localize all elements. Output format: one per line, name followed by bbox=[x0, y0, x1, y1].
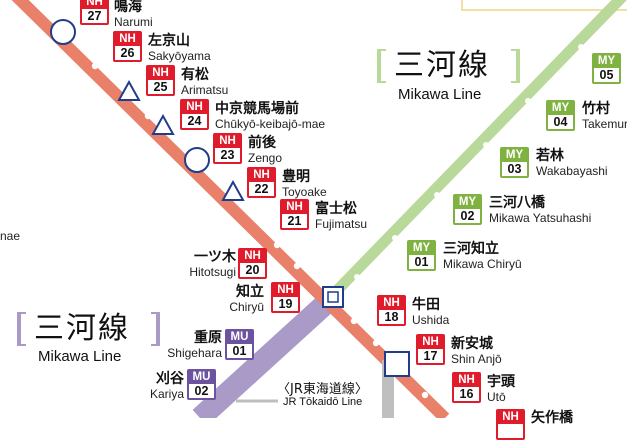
title-bracket-right-right bbox=[511, 49, 520, 83]
station-marker-narumi[interactable] bbox=[50, 19, 76, 45]
mikawa-line-dots bbox=[354, 44, 584, 280]
station-name-jp-arimatsu: 有松 bbox=[181, 67, 209, 83]
title-bracket-left-left bbox=[17, 312, 26, 346]
station-name-en-shigehara: Shigehara bbox=[167, 346, 222, 360]
station-marker-arimatsu[interactable] bbox=[117, 79, 141, 101]
station-name-en-zengo: Zengo bbox=[248, 151, 283, 165]
station-name-en-mikawa-yatsuhashi: Mikawa Yatsuhashi bbox=[489, 211, 592, 225]
station-name-en-arimatsu: Arimatsu bbox=[181, 83, 229, 97]
station-name-jp-mikawa-chiryu: 三河知立 bbox=[443, 241, 499, 257]
station-name-jp-shigehara: 重原 bbox=[194, 330, 222, 346]
mu-line-track bbox=[192, 287, 342, 418]
station-name-en-shin-anjo: Shin Anjō bbox=[451, 352, 502, 366]
station-name-jp-hitotsugi: 一ツ木 bbox=[194, 249, 236, 265]
jr-line-label-en: JR Tōkaidō Line bbox=[283, 396, 363, 408]
station-name-en-sakyoyama: Sakyōyama bbox=[148, 49, 211, 63]
station-marker-toyoake[interactable] bbox=[221, 179, 245, 201]
map-frame bbox=[461, 0, 627, 11]
station-name-jp-uto: 宇頭 bbox=[487, 374, 515, 390]
station-marker-chiryu[interactable] bbox=[322, 286, 344, 308]
route-map bbox=[11, 0, 627, 418]
nh15-badge[interactable]: NH bbox=[496, 409, 525, 440]
station-name-en-hitotsugi: Hitotsugi bbox=[189, 265, 236, 279]
nagoya-main-line-track bbox=[11, 0, 450, 418]
station-name-jp-ushida: 牛田 bbox=[412, 297, 440, 313]
station-name-en-toyoake: Toyoake bbox=[282, 185, 327, 199]
station-name-jp-chukyo-keibajo-mae: 中京競馬場前 bbox=[215, 101, 299, 117]
station-name-jp-yahagibashi: 矢作橋 bbox=[531, 410, 573, 426]
station-name-en-kariya: Kariya bbox=[149, 387, 184, 401]
nagoya-line-dots bbox=[91, 62, 429, 399]
station-name-en-wakabayashi: Wakabayashi bbox=[536, 164, 608, 178]
station-name-jp-mikawa-yatsuhashi: 三河八橋 bbox=[489, 195, 545, 211]
station-name-en-fujimatsu: Fujimatsu bbox=[315, 217, 368, 231]
station-marker-zengo[interactable] bbox=[184, 147, 210, 173]
station-name-jp-toyoake: 豊明 bbox=[282, 169, 310, 185]
station-name-en-mikawa-chiryu: Mikawa Chiryū bbox=[443, 257, 522, 271]
station-name-en-ushida: Ushida bbox=[412, 313, 450, 327]
station-name-en-takemura: Takemura bbox=[582, 117, 627, 131]
station-name-en-chiryu: Chiryū bbox=[229, 300, 264, 314]
mikawa-line-track bbox=[314, 0, 627, 314]
station-name-en-uto: Utō bbox=[487, 390, 506, 404]
station-name-en-chukyo-keibajo-mae: Chūkyō-keibajō-mae bbox=[215, 117, 326, 131]
mikawa-line-title-jp-left: 三河線 bbox=[34, 311, 130, 346]
station-name-jp-wakabayashi: 若林 bbox=[536, 148, 564, 164]
clipped-station-name-en: nae bbox=[0, 229, 21, 243]
station-name-jp-takemura: 竹村 bbox=[582, 101, 610, 117]
station-name-jp-fujimatsu: 富士松 bbox=[315, 201, 357, 217]
station-name-jp-shin-anjo: 新安城 bbox=[451, 336, 493, 352]
station-name-en-narumi: Narumi bbox=[114, 15, 153, 29]
title-bracket-right-left bbox=[151, 312, 160, 346]
station-name-jp-sakyoyama: 左京山 bbox=[148, 33, 190, 49]
station-marker-chukyo-keibajo-mae[interactable] bbox=[151, 113, 175, 135]
station-name-jp-narumi: 鳴海 bbox=[114, 0, 142, 15]
jr-line-label-jp: 〈JR東海道線〉 bbox=[277, 382, 368, 397]
mikawa-line-title-en-left: Mikawa Line bbox=[38, 348, 122, 365]
station-marker-chiryu-inner bbox=[327, 291, 339, 303]
title-bracket-left-right bbox=[377, 49, 386, 83]
station-name-jp-zengo: 前後 bbox=[248, 135, 276, 151]
station-name-jp-chiryu: 知立 bbox=[236, 284, 264, 300]
station-name-jp-kariya: 刈谷 bbox=[156, 371, 184, 387]
mikawa-line-title-en-right: Mikawa Line bbox=[398, 86, 482, 103]
mikawa-line-title-jp-right: 三河線 bbox=[394, 48, 490, 83]
station-marker-shin-anjo[interactable] bbox=[384, 351, 410, 377]
